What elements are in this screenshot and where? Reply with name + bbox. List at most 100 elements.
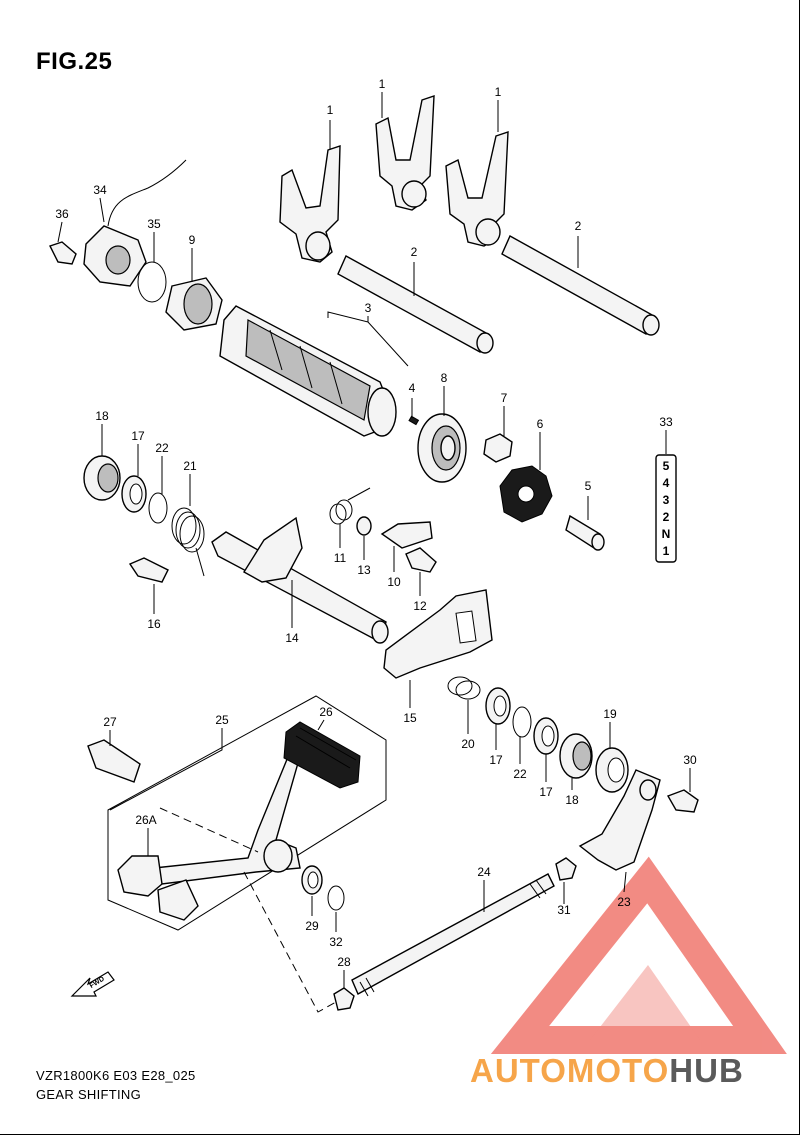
callout-29: 29: [305, 919, 319, 933]
gear-digit: 3: [663, 493, 670, 507]
gear-digit: 5: [663, 459, 670, 473]
shift-fork-right: [445, 131, 509, 247]
stopper-arm-10: [380, 521, 433, 549]
callout-7: 7: [501, 391, 508, 405]
callout-8: 8: [441, 371, 448, 385]
spring-21: [171, 507, 205, 577]
callout-14: 14: [285, 631, 299, 645]
gear-digit: N: [662, 527, 671, 541]
pin-5: [565, 514, 605, 551]
callout-26: 26: [319, 705, 333, 719]
callout-26a: 26A: [135, 813, 156, 827]
washer-17-lower-a: [485, 687, 511, 725]
fork-shaft-left: [337, 255, 494, 354]
bearing-9: [165, 277, 223, 331]
washer-17-upper: [121, 475, 147, 513]
callout-19: 19: [603, 707, 617, 721]
callout-21: 21: [183, 459, 197, 473]
washer-29: [301, 865, 323, 895]
callout-33: 33: [659, 415, 673, 429]
nut-31: [555, 857, 577, 881]
figure-name: GEAR SHIFTING: [36, 1087, 142, 1102]
o-ring-35: [137, 261, 167, 303]
figure-title: FIG.25: [36, 48, 113, 75]
callout-9: 9: [189, 233, 196, 247]
footpeg-26a: [117, 855, 163, 897]
callout-27: 27: [103, 715, 117, 729]
callout-13: 13: [357, 563, 371, 577]
spring-20: [447, 676, 481, 700]
callout-6: 6: [537, 417, 544, 431]
bearing-8: [417, 413, 467, 483]
callout-30: 30: [683, 753, 697, 767]
callout-35: 35: [147, 217, 161, 231]
callout-2b: 2: [575, 219, 582, 233]
callout-23: 23: [617, 895, 631, 909]
oil-seal-19: [595, 747, 629, 793]
shift-fork-left: [279, 145, 341, 263]
gearshift-link-23: [578, 769, 661, 871]
bolt-27: [87, 739, 141, 783]
footpeg-rubber-26: [283, 721, 361, 789]
gear-digit: 1: [663, 544, 670, 558]
callout-labels: 1 1 1 2 2 3 4 5 6 7 8 9 10 11 13 12 14 1…: [55, 77, 697, 969]
callout-32: 32: [329, 935, 343, 949]
callout-22b: 22: [513, 767, 527, 781]
callout-24: 24: [477, 865, 491, 879]
callout-1a: 1: [327, 103, 334, 117]
leader-lines: [57, 92, 691, 1013]
bolt-30: [666, 789, 699, 813]
figure-code: VZR1800K6 E03 E28_025: [36, 1068, 196, 1083]
callout-22a: 22: [155, 441, 169, 455]
callout-15: 15: [403, 711, 417, 725]
callout-1b: 1: [379, 77, 386, 91]
callout-10: 10: [387, 575, 401, 589]
watermark-logo: [490, 856, 787, 1054]
circlip-32: [327, 885, 345, 911]
callout-28: 28: [337, 955, 351, 969]
callout-17c: 17: [539, 785, 553, 799]
callout-36: 36: [55, 207, 69, 221]
washer-17-lower-b: [533, 717, 559, 755]
bolt-16: [128, 557, 169, 583]
screw-36: [49, 241, 77, 265]
gearshift-cam: [219, 305, 420, 437]
callout-20: 20: [461, 737, 475, 751]
spring-11: [329, 487, 371, 525]
gearshift-shaft-14: [211, 516, 389, 644]
callout-25: 25: [215, 713, 229, 727]
callout-5: 5: [585, 479, 592, 493]
gear-digit: 2: [663, 510, 670, 524]
callout-17a: 17: [131, 429, 145, 443]
callout-18a: 18: [95, 409, 109, 423]
fwd-arrow-icon: [70, 971, 115, 997]
callout-4: 4: [409, 381, 416, 395]
shift-fork-middle: [375, 95, 435, 211]
bolt-7: [483, 433, 513, 463]
bearing-18-upper: [83, 455, 121, 501]
lever-end: [157, 879, 199, 921]
bolt-12: [405, 547, 437, 573]
tie-rod-24: [351, 873, 555, 997]
fork-shaft-right: [501, 235, 660, 336]
callout-34: 34: [93, 183, 107, 197]
callout-2a: 2: [411, 245, 418, 259]
washer-13: [356, 516, 372, 536]
lever-assembly-outline: [107, 695, 387, 931]
gear-indicator-33: [655, 454, 677, 563]
circlip-22-lower: [512, 706, 532, 738]
watermark-text: AUTOMOTOHUB: [470, 1052, 744, 1090]
watermark-text-colored: AUTOMOTO: [470, 1052, 670, 1089]
gear-digit: 4: [663, 476, 670, 490]
circlip-22-upper: [148, 492, 168, 524]
callout-17b: 17: [489, 753, 503, 767]
watermark-text-dark: HUB: [669, 1052, 744, 1089]
gear-indicator-digits: 5 4 3 2 N 1: [662, 459, 671, 558]
gear-position-switch-34: [83, 159, 187, 287]
callout-18b: 18: [565, 793, 579, 807]
callout-12: 12: [413, 599, 427, 613]
callout-31: 31: [557, 903, 571, 917]
gearshift-arm-15: [383, 589, 493, 679]
gearshift-lever-25: [152, 751, 301, 885]
